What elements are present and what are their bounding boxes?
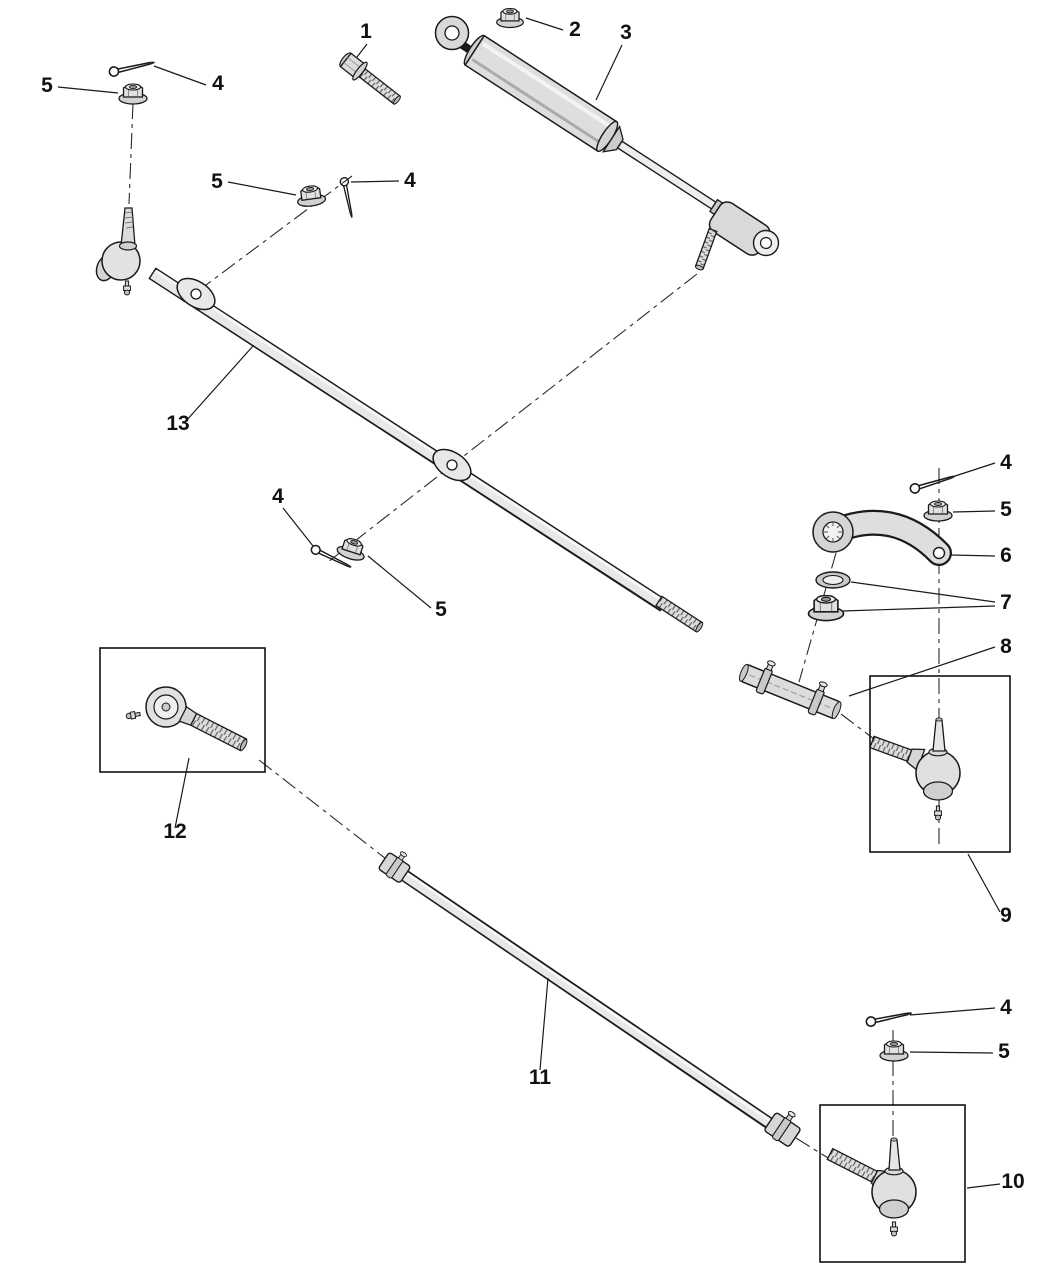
- centerline: [128, 102, 134, 205]
- leader-line: [952, 510, 996, 513]
- leader-line: [848, 646, 996, 697]
- callout-12: 12: [163, 820, 186, 843]
- callout-11: 11: [529, 1066, 552, 1089]
- leader-line: [967, 853, 1001, 913]
- centerline: [197, 175, 353, 292]
- centerline: [840, 713, 875, 740]
- cotter-pin-part-4: [864, 1007, 914, 1028]
- leader-line: [850, 581, 996, 603]
- leader-lines: [57, 17, 1001, 1189]
- leader-line: [153, 65, 207, 86]
- pitman-arm-part-6: [812, 509, 952, 566]
- steering-damper-part-3: [434, 15, 780, 271]
- callout-7: 7: [1000, 591, 1012, 614]
- leader-line: [966, 1183, 1001, 1189]
- tie-rod-end-part-12: [125, 686, 248, 752]
- nut-part-7: [807, 594, 845, 622]
- leader-line: [595, 44, 623, 101]
- callout-6: 6: [1000, 544, 1012, 567]
- nut-part-5: [879, 1040, 909, 1062]
- callout-1: 1: [360, 20, 372, 43]
- callout-5: 5: [1000, 498, 1012, 521]
- grease-fitting-icon: [934, 805, 942, 821]
- nut-part-5: [923, 500, 953, 522]
- centerline: [258, 759, 391, 863]
- cotter-pin-part-4: [908, 471, 957, 495]
- callout-5: 5: [998, 1040, 1010, 1063]
- callout-labels: 1 2 3 4 5 5 4 13 4 5 4 5 6 7 8 9 12 11 4…: [41, 18, 1025, 1193]
- tie-rod-part-11: [378, 850, 801, 1147]
- callout-10: 10: [1001, 1170, 1024, 1193]
- seal-part-7: [815, 571, 851, 589]
- cotter-pin-part-4: [338, 176, 357, 219]
- callout-3: 3: [620, 21, 632, 44]
- grease-fitting-icon: [125, 710, 142, 721]
- callout-4: 4: [404, 169, 416, 192]
- leader-line: [525, 17, 564, 31]
- centerlines: [128, 102, 940, 1164]
- spline-hatch: [824, 523, 842, 541]
- callout-4: 4: [1000, 451, 1012, 474]
- bolt-part-1: [339, 52, 401, 105]
- centerline: [327, 273, 698, 563]
- callout-5: 5: [435, 598, 447, 621]
- tie-rod-end-part-10: [826, 1137, 917, 1237]
- cotter-pin-part-4: [107, 56, 157, 78]
- callout-5: 5: [211, 170, 223, 193]
- leader-line: [367, 555, 432, 609]
- leader-line: [842, 605, 996, 612]
- leader-line: [539, 977, 549, 1071]
- leader-line: [350, 180, 400, 183]
- detail-box-10: [819, 1104, 966, 1263]
- callout-4: 4: [272, 485, 284, 508]
- leader-line: [174, 757, 190, 829]
- callout-8: 8: [1000, 635, 1012, 658]
- tie-rod-end-part-9: [869, 717, 961, 821]
- detail-box-12: [99, 647, 266, 773]
- callout-13: 13: [166, 412, 189, 435]
- leader-line: [227, 181, 297, 196]
- leader-line: [950, 554, 996, 557]
- leader-line: [356, 43, 368, 58]
- callout-4: 4: [1000, 996, 1012, 1019]
- nut-part-5: [295, 183, 327, 209]
- callout-9: 9: [1000, 904, 1012, 927]
- nut-part-2: [496, 7, 524, 29]
- grease-fitting-icon: [123, 280, 131, 296]
- grease-fitting-icon: [890, 1221, 898, 1237]
- leader-line: [282, 507, 314, 547]
- adjuster-sleeve-part-8: [738, 659, 842, 720]
- leader-line: [185, 345, 254, 422]
- callout-2: 2: [569, 18, 581, 41]
- leader-line: [909, 1051, 994, 1054]
- callout-5: 5: [41, 74, 53, 97]
- callout-4: 4: [212, 72, 224, 95]
- leader-line: [57, 86, 119, 94]
- leader-line: [951, 462, 996, 478]
- detail-box-9: [869, 675, 1011, 853]
- leader-line: [909, 1007, 996, 1016]
- drag-link-part-13: [95, 207, 704, 633]
- nut-part-5: [118, 83, 148, 105]
- nut-part-5: [334, 534, 370, 564]
